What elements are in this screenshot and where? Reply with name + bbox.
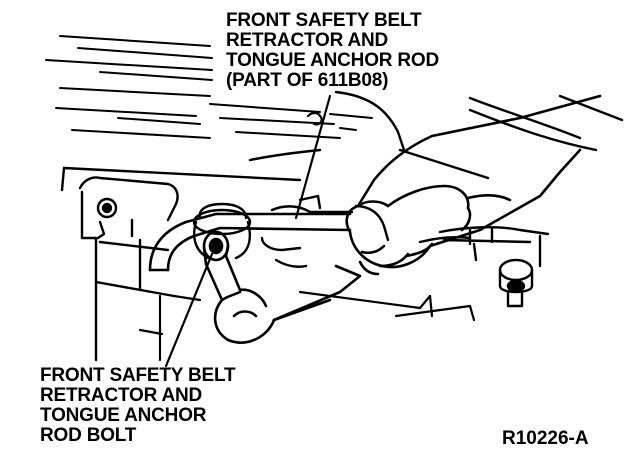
right-bracket bbox=[438, 226, 550, 308]
ratchet-wrench bbox=[202, 230, 362, 344]
callout-line: TONGUE ANCHOR bbox=[40, 405, 207, 426]
callout-anchor-rod: FRONT SAFETY BELT RETRACTOR AND TONGUE A… bbox=[226, 11, 439, 91]
callout-line: TONGUE ANCHOR ROD bbox=[226, 50, 439, 71]
callout-line: FRONT SAFETY BELT bbox=[226, 10, 422, 31]
callout-anchor-rod-bolt: FRONT SAFETY BELT RETRACTOR AND TONGUE A… bbox=[40, 365, 236, 446]
lower-floor bbox=[138, 290, 476, 362]
seat-track-bracket bbox=[78, 176, 179, 362]
callout-line: (PART OF 611B08) bbox=[226, 70, 389, 91]
anchor-rod-bracket bbox=[192, 194, 472, 268]
floor-hatch-lines bbox=[45, 35, 373, 139]
hand bbox=[345, 94, 602, 276]
callout-line: FRONT SAFETY BELT bbox=[40, 365, 236, 386]
tongue-anchor-rod bbox=[148, 212, 352, 272]
callout-line: RETRACTOR AND bbox=[40, 385, 203, 406]
figure-id: R10226-A bbox=[502, 428, 589, 449]
callout-line: ROD BOLT bbox=[40, 425, 137, 446]
leader-lines bbox=[164, 94, 332, 368]
callout-line: RETRACTOR AND bbox=[226, 30, 389, 51]
body-panel bbox=[60, 90, 624, 192]
